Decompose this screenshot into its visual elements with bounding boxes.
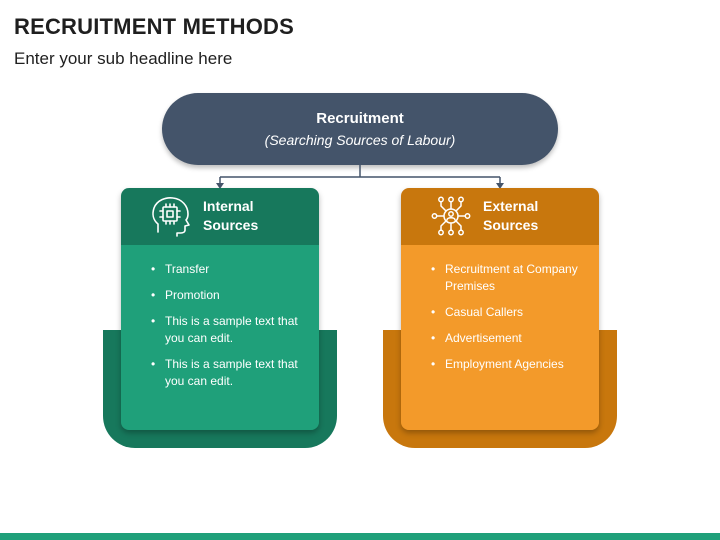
root-node: Recruitment (Searching Sources of Labour… <box>162 93 558 165</box>
page-subtitle: Enter your sub headline here <box>14 49 233 68</box>
internal-sources-title-line1: Internal <box>203 198 254 214</box>
list-item: Casual Callers <box>431 304 593 321</box>
head-chip-icon <box>152 197 190 237</box>
internal-sources-title: Internal Sources <box>203 197 313 235</box>
list-item: Promotion <box>151 287 313 304</box>
internal-sources-header: Internal Sources <box>121 188 319 245</box>
list-item: Employment Agencies <box>431 356 593 373</box>
list-item: This is a sample text that you can edit. <box>151 313 313 347</box>
connector-right-arrow <box>496 183 504 189</box>
external-sources-card: External Sources Recruitment at Company … <box>401 188 599 430</box>
external-sources-title: External Sources <box>483 197 593 235</box>
network-person-icon <box>431 196 471 236</box>
bottom-accent-bar <box>0 533 720 540</box>
external-sources-header: External Sources <box>401 188 599 245</box>
page-title: RECRUITMENT METHODS <box>14 14 295 39</box>
internal-sources-list: Transfer Promotion This is a sample text… <box>151 261 313 399</box>
external-sources-title-line2: Sources <box>483 217 539 233</box>
list-item: Transfer <box>151 261 313 278</box>
list-item: Recruitment at Company Premises <box>431 261 593 295</box>
root-subtitle: (Searching Sources of Labour) <box>264 132 456 148</box>
external-sources-list: Recruitment at Company Premises Casual C… <box>431 261 593 382</box>
list-item: Advertisement <box>431 330 593 347</box>
internal-sources-title-line2: Sources <box>203 217 259 233</box>
external-sources-body: Recruitment at Company Premises Casual C… <box>401 245 599 430</box>
internal-sources-body: Transfer Promotion This is a sample text… <box>121 245 319 430</box>
list-item: This is a sample text that you can edit. <box>151 356 313 390</box>
root-title: Recruitment <box>316 110 404 127</box>
external-sources-title-line1: External <box>483 198 539 214</box>
connector-left-arrow <box>216 183 224 189</box>
internal-sources-card: Internal Sources Transfer Promotion This… <box>121 188 319 430</box>
